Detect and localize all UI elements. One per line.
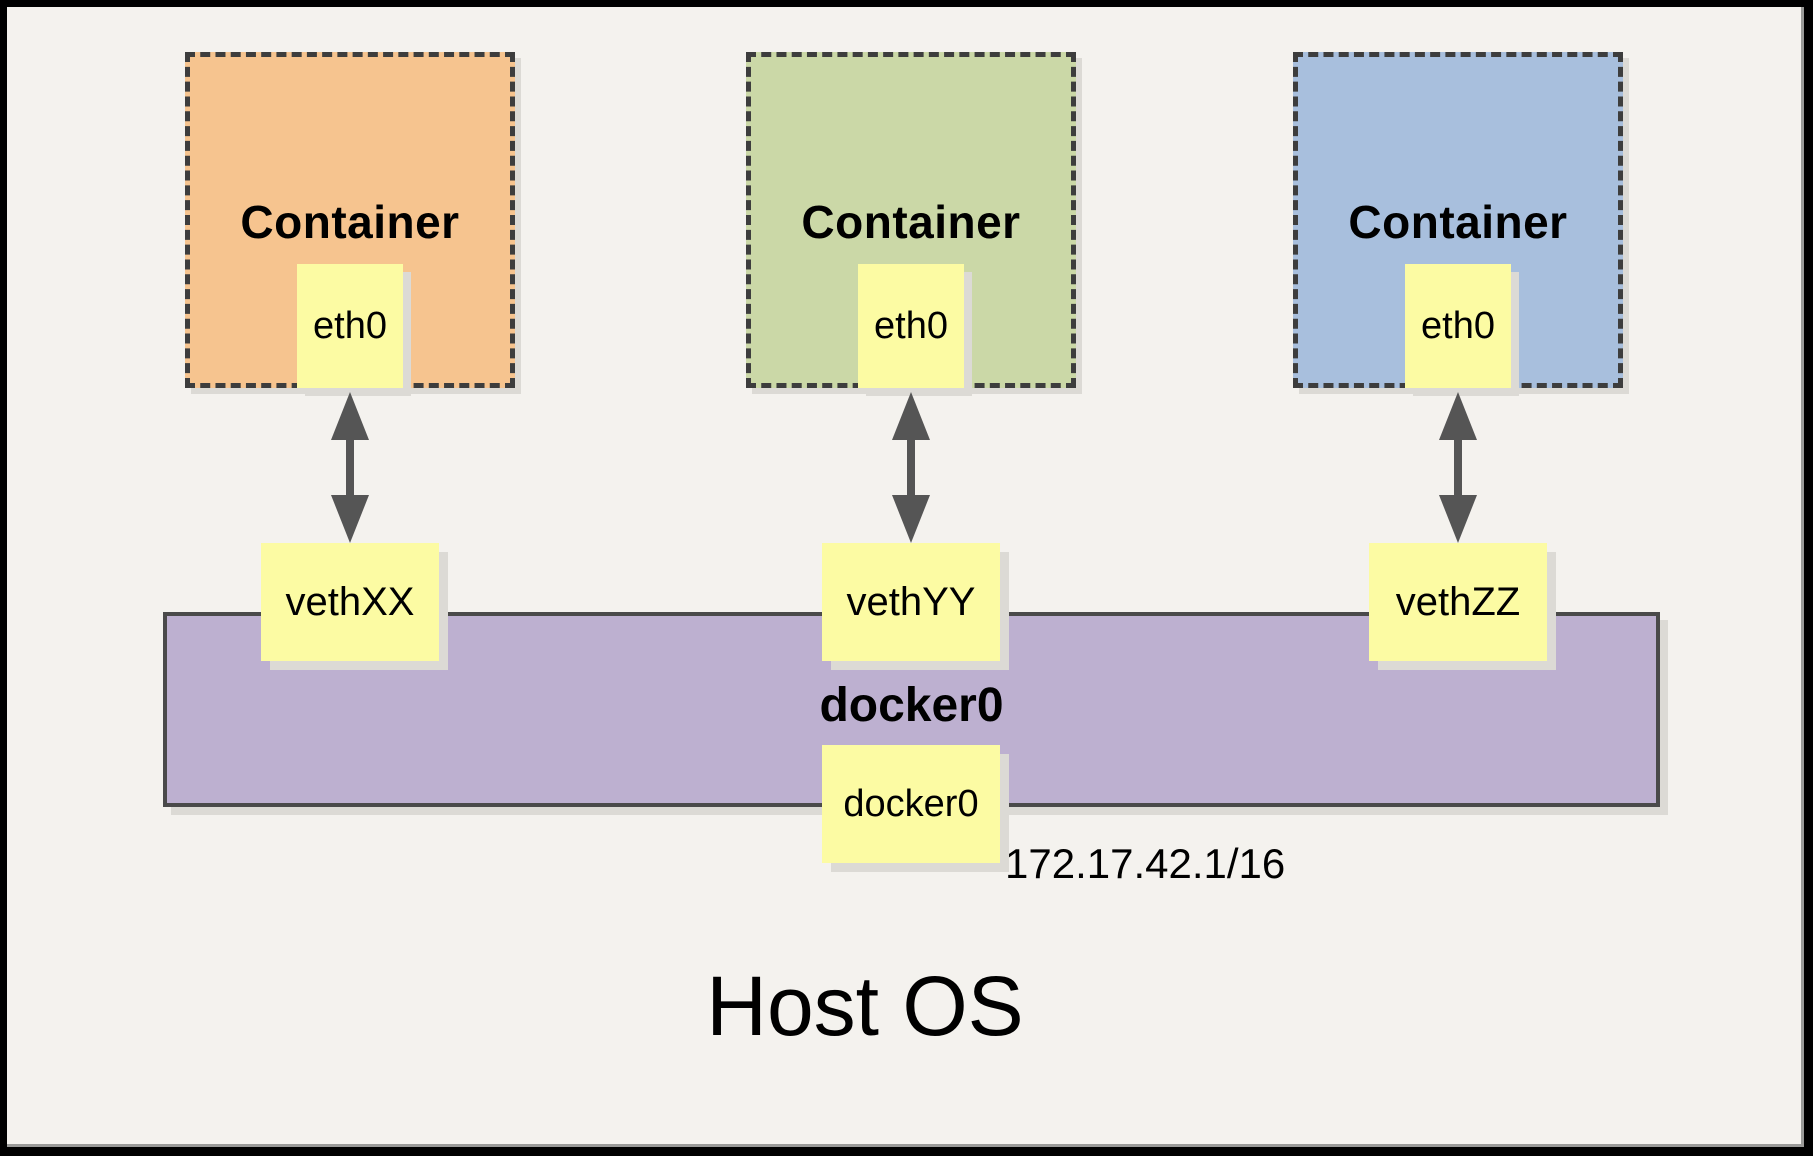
eth0-box-3: eth0 xyxy=(1405,264,1511,388)
docker0-bridge-title: docker0 xyxy=(819,679,1004,732)
eth0-box-2: eth0 xyxy=(858,264,964,388)
host-os-label: Host OS xyxy=(706,959,1024,1053)
container-box-1: Container eth0 xyxy=(185,52,515,388)
vethyy-label: vethYY xyxy=(846,579,976,624)
eth0-label-1: eth0 xyxy=(313,304,387,347)
container-label-2: Container xyxy=(801,196,1021,248)
vethyy-box: vethYY xyxy=(822,543,1000,661)
container-label-3: Container xyxy=(1348,196,1568,248)
eth0-label-3: eth0 xyxy=(1421,304,1495,347)
container-box-3: Container eth0 xyxy=(1293,52,1623,388)
double-arrow-icon-3 xyxy=(1439,392,1477,543)
container-label-1: Container xyxy=(240,196,460,248)
eth0-label-2: eth0 xyxy=(874,304,948,347)
container-box-2: Container eth0 xyxy=(746,52,1076,388)
double-arrow-icon-2 xyxy=(892,392,930,543)
vethxx-box: vethXX xyxy=(261,543,439,661)
vethzz-box: vethZZ xyxy=(1369,543,1547,661)
double-arrow-icon-1 xyxy=(331,392,369,543)
docker0-interface-label: docker0 xyxy=(843,782,979,825)
docker0-interface-box: docker0 xyxy=(822,745,1000,863)
vethzz-label: vethZZ xyxy=(1395,579,1521,624)
eth0-box-1: eth0 xyxy=(297,264,403,388)
vethxx-label: vethXX xyxy=(285,579,415,624)
bridge-ip-label: 172.17.42.1/16 xyxy=(1005,840,1286,887)
